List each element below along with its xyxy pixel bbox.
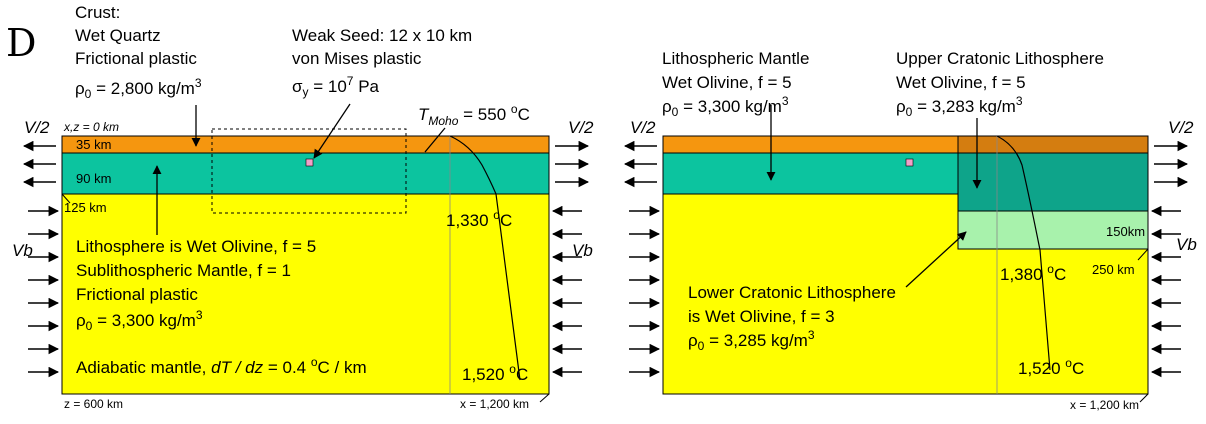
lower-cratonic-layer — [957, 210, 1149, 250]
left-boundary-arrows — [22, 140, 590, 378]
temp-1520-left: 1,520 oC — [462, 362, 528, 384]
tmoho-pointer-arrow — [424, 127, 446, 153]
right-panel: Lithospheric Mantle Wet Olivine, f = 5 ρ… — [623, 49, 1197, 412]
temp-1380: 1,380 oC — [1000, 262, 1066, 284]
origin-label: x,z = 0 km — [63, 120, 119, 134]
left-panel: Crust: Wet Quartz Frictional plastic ρ0 … — [12, 3, 594, 411]
right-x-label: x = 1,200 km — [1070, 398, 1139, 412]
left-velocity-label-left: V/2 — [24, 118, 50, 137]
crust-density: ρ0 = 2,800 kg/m3 — [75, 76, 202, 101]
lithosphere-description-3: Frictional plastic — [76, 285, 198, 304]
ucl-density: ρ0 = 3,283 kg/m3 — [896, 94, 1023, 119]
left-vb-left: Vb — [12, 241, 33, 260]
ucl-line-1: Upper Cratonic Lithosphere — [896, 49, 1104, 68]
right-crust-layer — [662, 135, 959, 154]
right-geotherm — [996, 135, 1051, 371]
left-crust-layer — [61, 135, 550, 154]
left-vb-right: Vb — [572, 241, 593, 260]
left-geotherm — [449, 135, 521, 381]
weak-seed — [305, 158, 314, 167]
lm-density: ρ0 = 3,300 kg/m3 — [662, 94, 789, 119]
cratonic-crust-layer — [957, 135, 1149, 154]
right-seed — [905, 158, 914, 167]
adiabatic-label: Adiabatic mantle, dT / dz = 0.4 oC / km — [76, 355, 367, 377]
left-velocity-label-right: V/2 — [568, 118, 594, 137]
temp-1330: 1,330 oC — [446, 208, 512, 230]
lithosphere-description-2: Sublithospheric Mantle, f = 1 — [76, 261, 291, 280]
lcl-line-1: Lower Cratonic Lithosphere — [688, 283, 896, 302]
right-vb-right: Vb — [1176, 235, 1197, 254]
right-velocity-label-left: V/2 — [630, 118, 656, 137]
seed-line-1: Weak Seed: 12 x 10 km — [292, 26, 472, 45]
depth-125-tick — [61, 193, 71, 204]
ucl-line-2: Wet Olivine, f = 5 — [896, 73, 1026, 92]
left-mantle-layer — [61, 193, 550, 395]
mantle-density: ρ0 = 3,300 kg/m3 — [76, 308, 203, 333]
crust-line-1: Wet Quartz — [75, 26, 161, 45]
right-x-tick — [1139, 393, 1149, 403]
left-lithosphere-layer — [61, 152, 550, 195]
left-z-label: z = 600 km — [64, 397, 123, 411]
weak-seed-box — [211, 128, 407, 214]
depth-250: 250 km — [1092, 262, 1135, 277]
left-x-label: x = 1,200 km — [460, 397, 529, 411]
lm-line-2: Wet Olivine, f = 5 — [662, 73, 792, 92]
depth-35: 35 km — [76, 137, 111, 152]
depth-150: 150km — [1106, 224, 1145, 239]
crust-line-2: Frictional plastic — [75, 49, 197, 68]
right-velocity-label-right: V/2 — [1168, 118, 1194, 137]
lcl-density: ρ0 = 3,285 kg/m3 — [688, 328, 815, 353]
lithosphere-description-1: Lithosphere is Wet Olivine, f = 5 — [76, 237, 316, 256]
left-x-tick — [539, 393, 550, 403]
depth-125: 125 km — [64, 200, 107, 215]
upper-cratonic-layer — [957, 152, 1149, 212]
crust-title: Crust: — [75, 3, 120, 22]
right-boundary-arrows — [623, 140, 1189, 378]
seed-yield-stress: σy = 107 Pa — [292, 74, 380, 99]
lcl-pointer-arrow — [905, 231, 967, 288]
panel-letter: D — [6, 21, 36, 65]
right-lithosphere-layer — [662, 152, 959, 195]
seed-pointer-arrow — [313, 103, 351, 159]
lm-line-1: Lithospheric Mantle — [662, 49, 809, 68]
lcl-line-2: is Wet Olivine, f = 3 — [688, 307, 835, 326]
depth-250-tick — [1137, 248, 1149, 261]
temp-1520-right: 1,520 oC — [1018, 356, 1084, 378]
seed-line-2: von Mises plastic — [292, 49, 422, 68]
depth-90: 90 km — [76, 171, 111, 186]
tmoho-label: TMoho = 550 oC — [418, 102, 530, 128]
